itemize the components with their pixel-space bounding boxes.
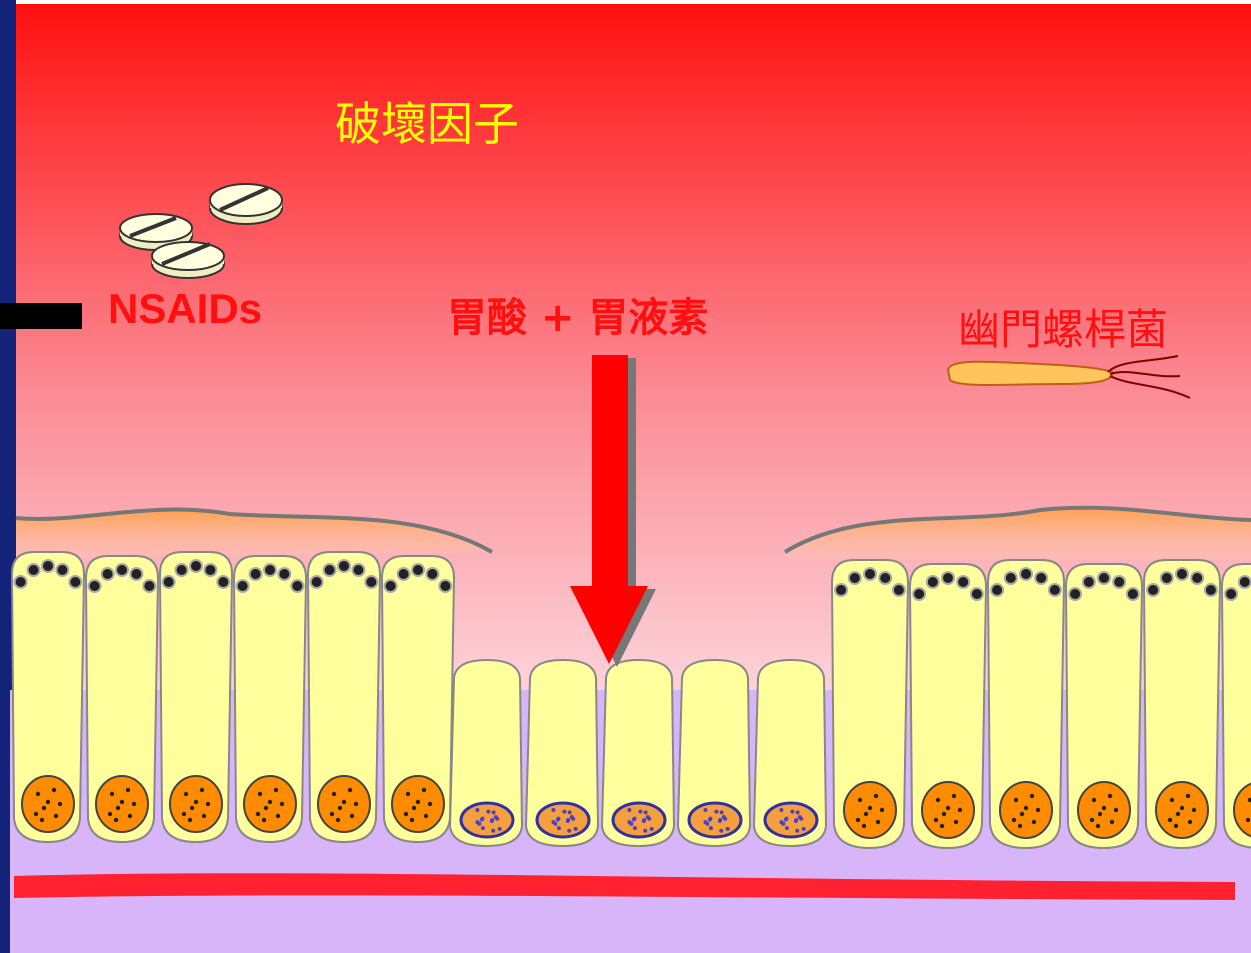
cell-nucleus (537, 803, 589, 837)
mucin-granule (143, 580, 155, 592)
mucin-granule (130, 568, 142, 580)
mucin-granule (1161, 572, 1173, 584)
damaged-cell (602, 660, 674, 846)
mucin-granule (56, 564, 68, 576)
mucin-granule (204, 564, 216, 576)
mucin-granule (237, 580, 249, 592)
mucin-granule (412, 564, 424, 576)
columnar-cell (12, 552, 84, 842)
mucin-granule (190, 560, 202, 572)
mucin-granule (957, 576, 969, 588)
cell-nucleus (689, 803, 741, 837)
columnar-cell (1144, 560, 1220, 848)
pointer-bar (0, 303, 82, 329)
mucin-granule (116, 564, 128, 576)
mucin-granule (324, 564, 336, 576)
mucin-granule (398, 568, 410, 580)
mucin-granule (42, 560, 54, 572)
cell-nucleus (765, 803, 817, 837)
mucin-granule (1239, 576, 1251, 588)
mucin-granule (913, 588, 925, 600)
mucin-granule (835, 584, 847, 596)
damaged-cell (678, 660, 750, 846)
mucin-granule (291, 580, 303, 592)
columnar-cell (832, 560, 908, 848)
mucin-granule (1127, 588, 1139, 600)
mucin-granule (1098, 572, 1110, 584)
mucin-granule (352, 564, 364, 576)
mucin-granule (1083, 576, 1095, 588)
h-pylori-label: 幽門螺桿菌 (958, 296, 1168, 357)
mucin-granule (1005, 572, 1017, 584)
destructive-factors-title: 破壞因子 (335, 88, 519, 154)
columnar-cell (988, 560, 1064, 848)
damaged-cell (526, 660, 598, 846)
mucin-granule (864, 568, 876, 580)
mucin-granule (1225, 588, 1237, 600)
mucin-granule (1049, 584, 1061, 596)
mucin-granule (893, 584, 905, 596)
mucin-granule (15, 576, 27, 588)
cell-nucleus (461, 803, 513, 837)
columnar-cell (382, 556, 454, 842)
mucin-granule (250, 568, 262, 580)
columnar-cell (910, 564, 986, 848)
damaged-cell (754, 660, 826, 846)
mucin-granule (163, 576, 175, 588)
columnar-cell (308, 552, 380, 842)
mucin-granule (426, 568, 438, 580)
mucin-granule (365, 576, 377, 588)
columnar-cell (1222, 564, 1251, 848)
columnar-cell (234, 556, 306, 842)
mucin-granule (942, 572, 954, 584)
mucin-granule (1035, 572, 1047, 584)
mucin-granule (217, 576, 229, 588)
mucin-granule (1069, 588, 1081, 600)
mucin-granule (89, 580, 101, 592)
mucin-granule (28, 564, 40, 576)
mucin-granule (971, 588, 983, 600)
mucin-granule (1020, 568, 1032, 580)
mucin-granule (1205, 584, 1217, 596)
mucin-granule (991, 584, 1003, 596)
mucin-granule (1176, 568, 1188, 580)
mucin-granule (69, 576, 81, 588)
damaged-cell (450, 660, 522, 846)
mucin-granule (385, 580, 397, 592)
mucin-granule (849, 572, 861, 584)
columnar-cell (86, 556, 158, 842)
mucin-granule (338, 560, 350, 572)
mucin-granule (278, 568, 290, 580)
mucin-granule (102, 568, 114, 580)
acid-pepsin-label: 胃酸 + 胃液素 (447, 285, 708, 343)
mucin-granule (439, 580, 451, 592)
mucin-granule (311, 576, 323, 588)
mucin-granule (1147, 584, 1159, 596)
mucin-granule (879, 572, 891, 584)
mucin-granule (1191, 572, 1203, 584)
mucin-granule (176, 564, 188, 576)
mucin-granule (1113, 576, 1125, 588)
columnar-cell (1066, 564, 1142, 848)
mucin-granule (264, 564, 276, 576)
nsaids-label: NSAIDs (108, 285, 262, 333)
cell-nucleus (613, 803, 665, 837)
mucin-granule (927, 576, 939, 588)
columnar-cell (160, 552, 232, 842)
